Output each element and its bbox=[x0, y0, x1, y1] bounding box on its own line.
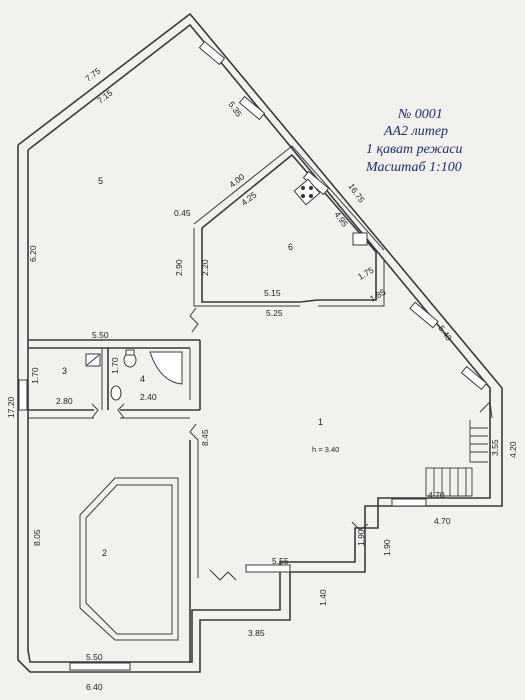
dim-4-00: 4.00 bbox=[227, 171, 246, 189]
dim-4-20: 4.20 bbox=[508, 441, 518, 458]
dim-1-85: 1.85 bbox=[368, 287, 388, 304]
dim-5-50-top: 5.50 bbox=[92, 330, 109, 340]
dim-8-45: 8.45 bbox=[200, 429, 210, 446]
dim-17-20: 17.20 bbox=[6, 396, 16, 418]
room-4-label: 4 bbox=[140, 374, 145, 384]
dim-2-20: 2.20 bbox=[200, 259, 210, 276]
scale-label: Масштаб 1:100 bbox=[365, 160, 462, 175]
sink-small-icon bbox=[110, 385, 122, 401]
windows bbox=[18, 40, 488, 671]
doors bbox=[91, 307, 493, 581]
dim-7-75: 7.75 bbox=[83, 65, 102, 83]
dim-2-80: 2.80 bbox=[56, 396, 73, 406]
floor-label: 1 қават режаси bbox=[366, 142, 463, 157]
dim-4-70-a: 4.70 bbox=[428, 490, 445, 500]
dim-1-75: 1.75 bbox=[356, 265, 376, 282]
sink-icon bbox=[352, 232, 368, 246]
dim-6-20: 6.20 bbox=[28, 245, 38, 262]
dim-4-70-b: 4.70 bbox=[434, 516, 451, 526]
dim-2-90: 2.90 bbox=[174, 259, 184, 276]
stove-icon bbox=[293, 178, 321, 206]
room-1-label: 1 bbox=[318, 417, 323, 427]
title-block: № 0001 АА2 литер 1 қават режаси Масштаб … bbox=[365, 107, 463, 175]
dim-1-90-a: 1.90 bbox=[356, 529, 366, 546]
dim-5-15: 5.15 bbox=[264, 288, 281, 298]
kitchen-walls bbox=[193, 145, 385, 307]
dim-3-55: 3.55 bbox=[490, 439, 500, 456]
dim-1-40: 1.40 bbox=[318, 589, 328, 606]
dim-5-25: 5.25 bbox=[266, 308, 283, 318]
room-2-label: 2 bbox=[102, 548, 107, 558]
dim-1-70-b: 1.70 bbox=[110, 357, 120, 374]
dim-7-15: 7.15 bbox=[95, 87, 114, 105]
room-6-label: 6 bbox=[288, 242, 293, 252]
fixtures bbox=[85, 178, 368, 401]
dim-4-25: 4.25 bbox=[239, 189, 258, 207]
staircase bbox=[425, 420, 488, 497]
room-labels: 1 2 3 4 5 6 h = 3.40 bbox=[62, 176, 339, 558]
room-5-label: 5 bbox=[98, 176, 103, 186]
dim-1-90-b: 1.90 bbox=[382, 539, 392, 556]
partition-walls bbox=[28, 339, 201, 662]
dim-5-50-bottom: 5.50 bbox=[86, 652, 103, 662]
dim-3-85: 3.85 bbox=[248, 628, 265, 638]
dim-16-75: 16.75 bbox=[346, 181, 367, 204]
room-3-label: 3 bbox=[62, 366, 67, 376]
dim-8-05: 8.05 bbox=[32, 529, 42, 546]
dim-5-55: 5.55 bbox=[272, 556, 289, 566]
building-letter: АА2 литер bbox=[383, 124, 448, 139]
dim-6-40: 6.40 bbox=[86, 682, 103, 692]
room-2-outline bbox=[79, 477, 179, 641]
dim-2-40: 2.40 bbox=[140, 392, 157, 402]
shower-icon bbox=[149, 351, 183, 385]
drawing-number: № 0001 bbox=[397, 107, 443, 122]
dim-4-95: 4.95 bbox=[332, 209, 350, 229]
dim-1-70-a: 1.70 bbox=[30, 367, 40, 384]
ceiling-height: h = 3.40 bbox=[312, 445, 339, 454]
dim-0-45: 0.45 bbox=[174, 208, 191, 218]
